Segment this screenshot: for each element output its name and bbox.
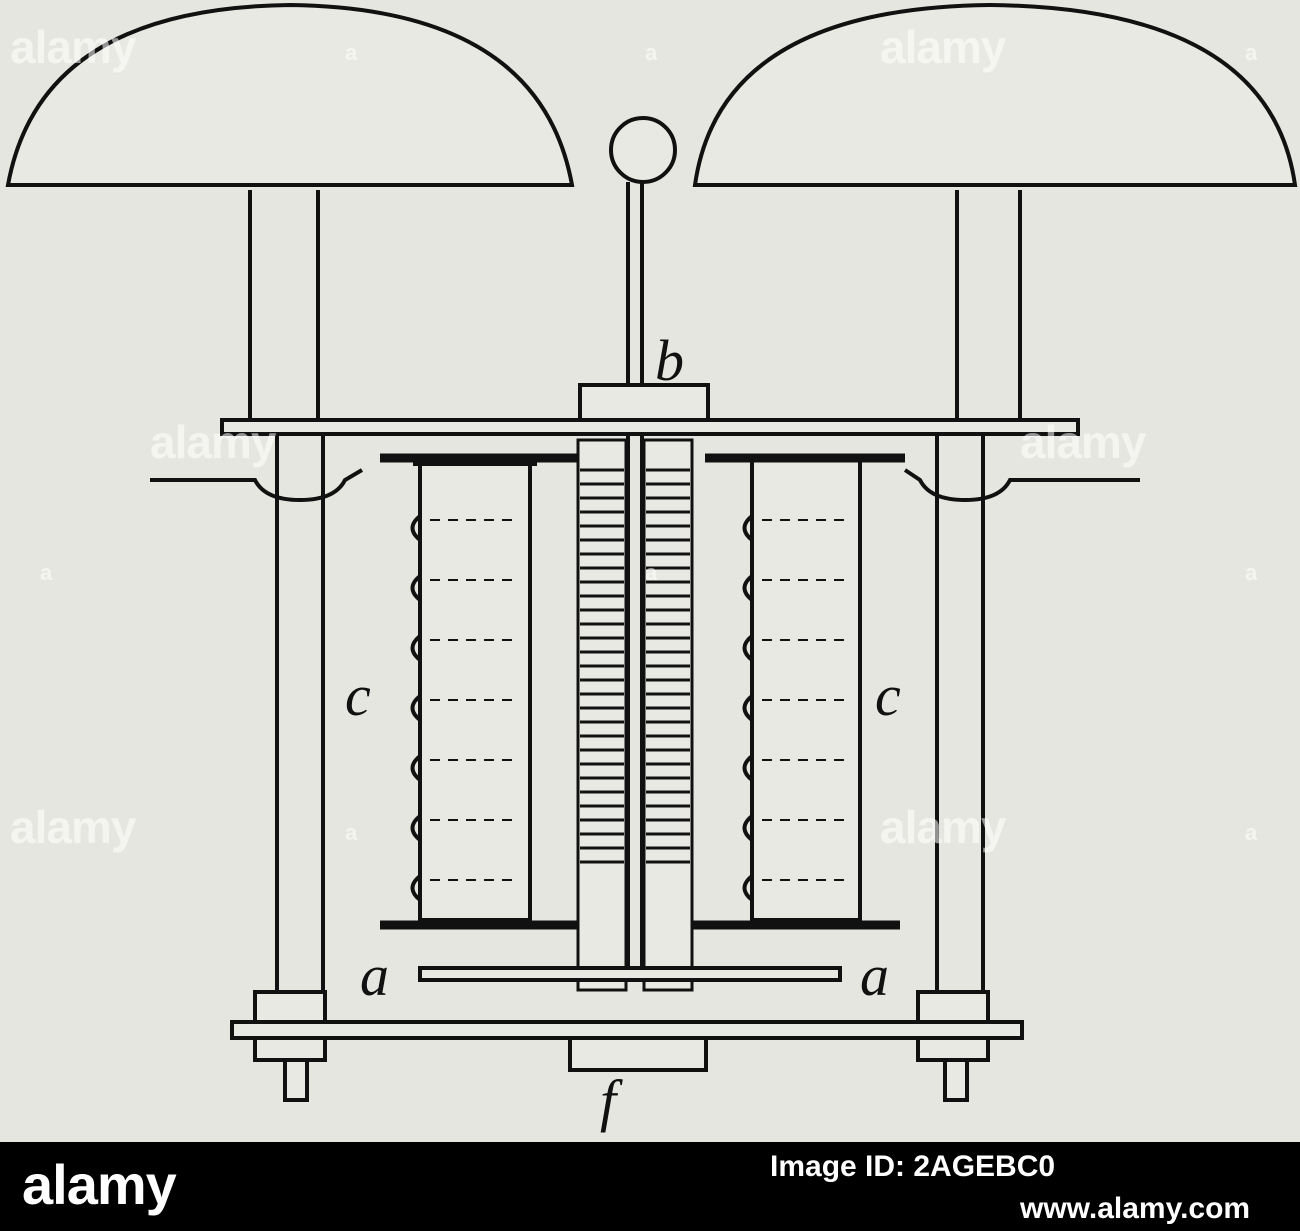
watermark-mid-left: alamy: [150, 416, 276, 468]
watermark-letter: a: [1245, 820, 1258, 845]
watermark-letter: a: [345, 820, 358, 845]
label-a-right: a: [860, 943, 889, 1008]
right-gong-dome: [692, 2, 1298, 187]
top-plate: [220, 418, 1080, 436]
electric-bell-diagram: b c c a a f: [5, 2, 1298, 1133]
watermark-mid-right: alamy: [1020, 416, 1146, 468]
watermark-letter: a: [1245, 40, 1258, 65]
left-gong-dome: [5, 2, 575, 187]
watermark-top-center: alamy: [880, 21, 1006, 73]
watermark-letter: a: [1245, 560, 1258, 585]
label-b: b: [655, 328, 684, 393]
left-nut: [253, 990, 327, 1024]
base-plate: [230, 1020, 1024, 1040]
diagram-canvas: b c c a a f alamy alamy alamy alamy alam…: [0, 0, 1300, 1142]
watermark-top-left: alamy: [10, 21, 136, 73]
watermark-letter: a: [40, 560, 53, 585]
watermark-letter: a: [645, 40, 658, 65]
watermark-low-right: alamy: [880, 801, 1006, 853]
image-id-text: Image ID: 2AGEBC0: [770, 1150, 1056, 1183]
right-coil: [742, 458, 862, 922]
left-wire: [150, 468, 364, 503]
website-link[interactable]: www.alamy.com: [1020, 1192, 1251, 1225]
right-nut: [916, 990, 990, 1024]
left-screw: [283, 1058, 309, 1102]
hammer-ball: [609, 116, 677, 184]
label-c-right: c: [875, 663, 901, 728]
alamy-logo: alamy: [22, 1153, 177, 1216]
left-coil: [410, 456, 537, 922]
top-collar: [578, 383, 710, 422]
watermark-letter: a: [345, 40, 358, 65]
central-spring: [576, 438, 694, 992]
watermark-letter: a: [645, 560, 658, 585]
footer-bar: [0, 1142, 1300, 1231]
right-screw: [943, 1058, 969, 1102]
label-c-left: c: [345, 663, 371, 728]
right-wire: [903, 468, 1140, 503]
label-f: f: [600, 1068, 623, 1133]
armature-plate: [418, 966, 842, 982]
bottom-boss: [568, 1036, 708, 1072]
label-a-left: a: [360, 943, 389, 1008]
watermark-low-left: alamy: [10, 801, 136, 853]
